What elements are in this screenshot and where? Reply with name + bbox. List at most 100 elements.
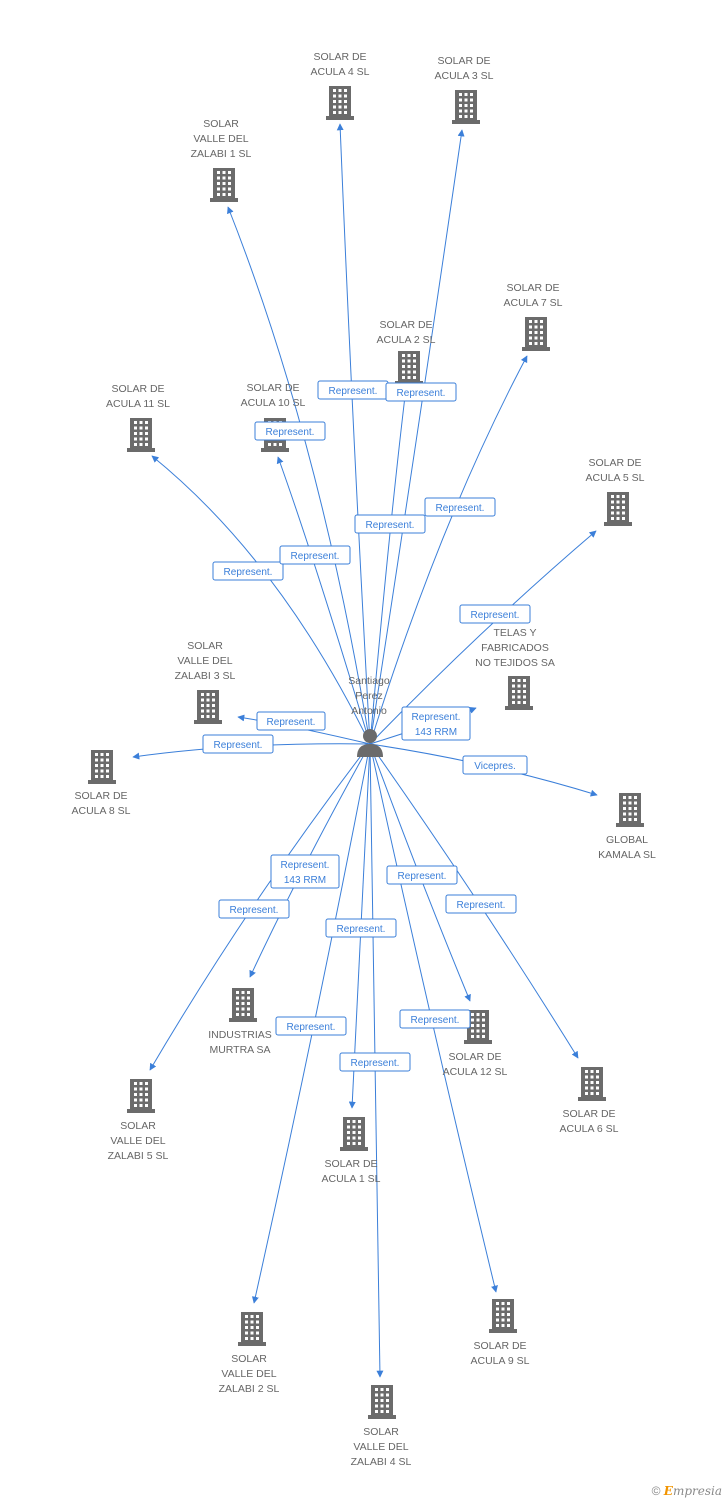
brand-initial: E xyxy=(663,1484,673,1498)
node-label-acula9-line: ACULA 9 SL xyxy=(471,1355,530,1367)
node-label-acula3-line: ACULA 3 SL xyxy=(435,70,494,82)
node-label-acula2: SOLAR DE ACULA 2 SL xyxy=(377,319,436,346)
edge-label-box xyxy=(325,918,397,938)
node-label-zalabi1-line: SOLAR xyxy=(203,118,239,130)
node-label-acula8-line: SOLAR DE xyxy=(74,790,127,802)
node-label-murtra-line: MURTRA SA xyxy=(209,1044,270,1056)
node-label-acula2-line: ACULA 2 SL xyxy=(377,334,436,346)
edge-label-acula5: Represent. xyxy=(459,604,531,624)
node-label-zalabi4-line: SOLAR xyxy=(363,1426,399,1438)
node-label-acula1-line: SOLAR DE xyxy=(324,1158,377,1170)
node-label-acula6-line: ACULA 6 SL xyxy=(560,1123,619,1135)
edge-label-text: Represent. xyxy=(266,427,315,438)
brand-name: mpresia xyxy=(672,1484,722,1498)
building-icon xyxy=(88,750,116,784)
edge-label-text: Represent. xyxy=(436,503,485,514)
node-label-acula7-line: SOLAR DE xyxy=(506,282,559,294)
building-icon xyxy=(464,1010,492,1044)
node-label-zalabi4-line: ZALABI 4 SL xyxy=(351,1456,412,1468)
edge-label-text: Vicepres. xyxy=(474,761,516,772)
center-label-line: Santiago xyxy=(348,675,390,687)
edge-label-text: Represent. xyxy=(287,1022,336,1033)
edge-acula3 xyxy=(369,129,465,745)
edge-label-acula9: Represent. xyxy=(399,1009,471,1029)
node-label-acula12-line: SOLAR DE xyxy=(448,1051,501,1063)
edge-label-box xyxy=(202,734,274,754)
node-label-zalabi5-line: SOLAR xyxy=(120,1120,156,1132)
edge-label-box xyxy=(275,1016,347,1036)
building-icon xyxy=(210,168,238,202)
building-icon xyxy=(604,492,632,526)
edge-label-acula6: Represent. xyxy=(445,894,517,914)
edge-label-box xyxy=(459,604,531,624)
edge-label-text: Represent. xyxy=(224,567,273,578)
edge-label-box xyxy=(424,497,496,517)
edge-label-murtra: Represent.143 RRM xyxy=(270,854,340,889)
building-icon xyxy=(578,1067,606,1101)
node-acula2[interactable]: SOLAR DE ACULA 2 SL xyxy=(377,319,436,385)
node-label-acula8-line: ACULA 8 SL xyxy=(72,805,131,817)
node-label-acula2-line: SOLAR DE xyxy=(379,319,432,331)
edge-label-box xyxy=(212,561,284,581)
edge-label-text: Represent. xyxy=(351,1058,400,1069)
node-label-acula11-line: SOLAR DE xyxy=(111,383,164,395)
edge-label-box xyxy=(354,514,426,534)
edge-label-box xyxy=(445,894,517,914)
node-acula8[interactable]: SOLAR DE ACULA 8 SL xyxy=(72,750,131,817)
edge-label-text: Represent. xyxy=(397,388,446,399)
node-label-acula5-line: SOLAR DE xyxy=(588,457,641,469)
edge-label-box xyxy=(401,706,471,741)
edge-acula10 xyxy=(276,456,371,745)
building-icon xyxy=(522,317,550,351)
person-icon xyxy=(357,729,383,757)
copyright-symbol: © xyxy=(651,1484,661,1498)
node-label-acula4-line: SOLAR DE xyxy=(313,51,366,63)
edge-label-zalabi5: Represent. xyxy=(218,899,290,919)
node-label-acula10-line: ACULA 10 SL xyxy=(241,397,306,409)
node-acula4[interactable]: SOLAR DE ACULA 4 SL xyxy=(311,51,370,120)
node-label-zalabi1-line: ZALABI 1 SL xyxy=(191,148,252,160)
edge-label-box xyxy=(279,545,351,565)
node-label-zalabi2-line: ZALABI 2 SL xyxy=(219,1383,280,1395)
node-label-acula1-line: ACULA 1 SL xyxy=(322,1173,381,1185)
edge-label-text: Represent. xyxy=(337,924,386,935)
edge-label-zalabi1: Represent. xyxy=(254,421,326,441)
node-label-acula4-line: ACULA 4 SL xyxy=(311,66,370,78)
edge-acula7 xyxy=(369,355,528,745)
building-icon xyxy=(127,418,155,452)
edge-label-text: Represent. xyxy=(329,386,378,397)
edge-label-acula2: Represent. xyxy=(354,514,426,534)
edge-label-text: Represent. xyxy=(412,712,461,723)
node-label-global-line: GLOBAL xyxy=(606,834,648,846)
node-acula1[interactable]: SOLAR DE ACULA 1 SL xyxy=(322,1117,381,1185)
building-icon xyxy=(127,1079,155,1113)
center-label-line: Perez xyxy=(355,690,382,702)
edge-label-text: Represent. xyxy=(291,551,340,562)
edge-label-zalabi2: Represent. xyxy=(275,1016,347,1036)
edge-acula2 xyxy=(369,387,409,745)
